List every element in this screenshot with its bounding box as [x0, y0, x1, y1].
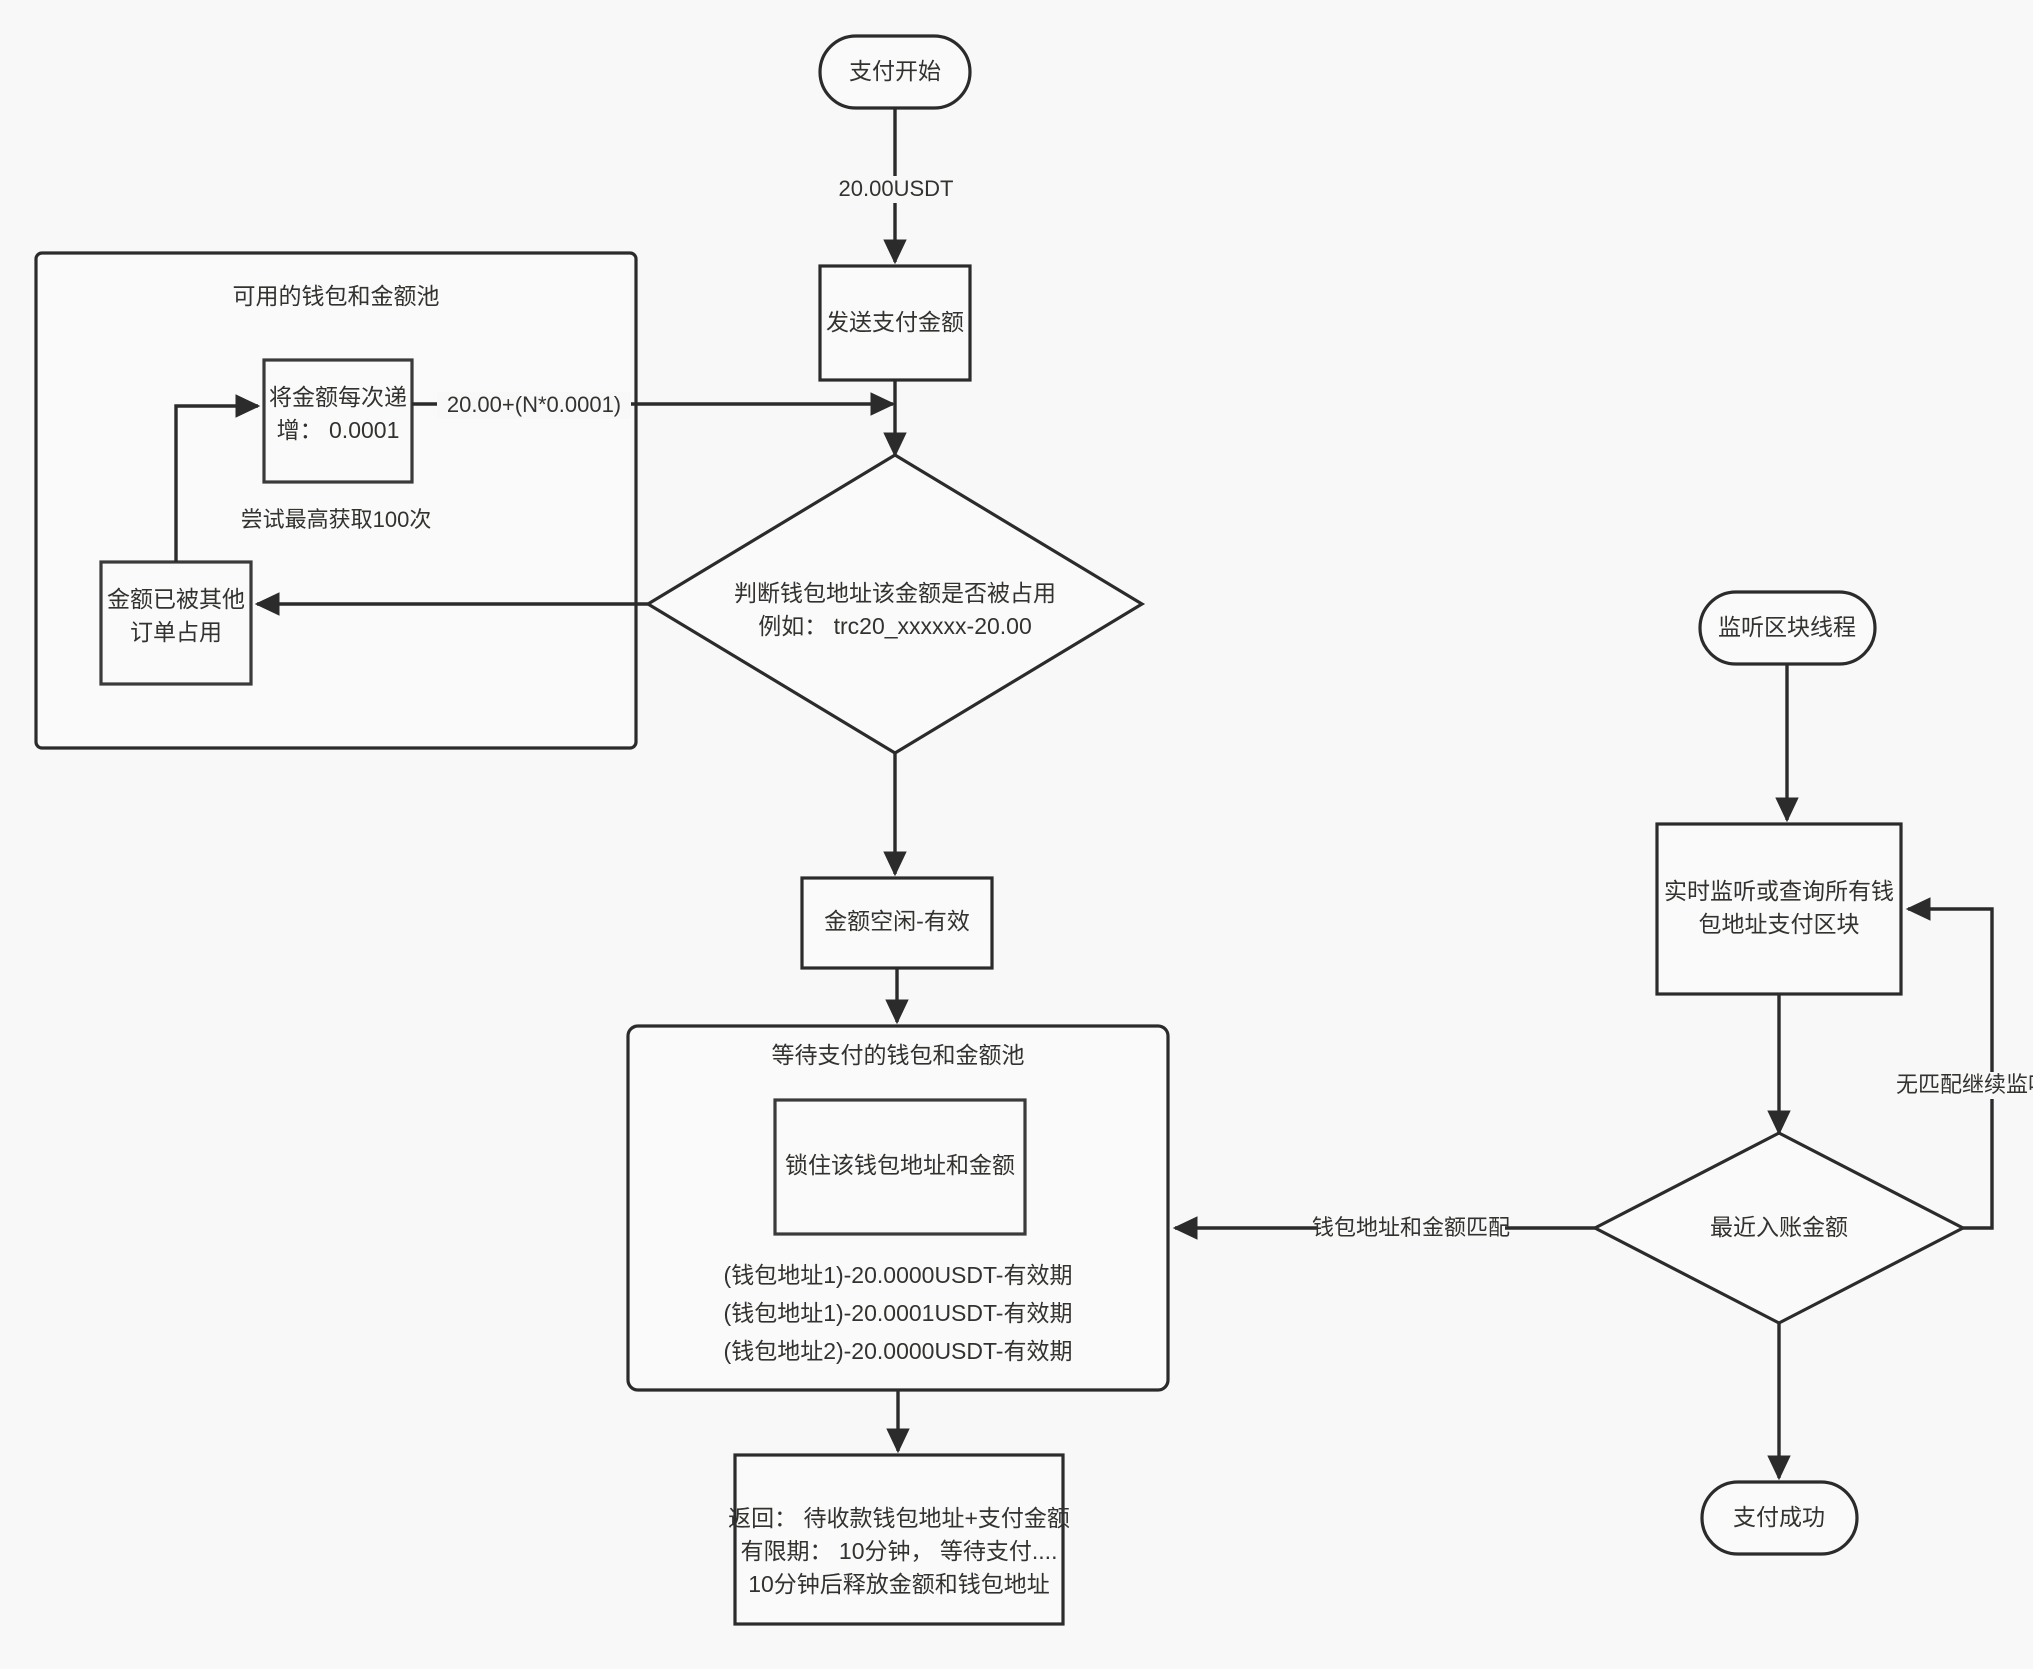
node-return-info-line1: 返回： 待收款钱包地址+支付金额 — [728, 1505, 1070, 1531]
node-occupied[interactable]: 金额已被其他 订单占用 — [99, 560, 253, 686]
edge-label-start-to-send-bg — [838, 176, 954, 203]
node-check-occupied-line1: 判断钱包地址该金额是否被占用 — [734, 580, 1056, 606]
node-pay-success-box[interactable] — [1700, 1480, 1859, 1556]
subgraph-available-pool-title: 可用的钱包和金额池 — [233, 283, 440, 309]
node-listen-thread-label: 监听区块线程 — [1718, 614, 1856, 640]
edge-no-match-loop — [1905, 897, 1994, 1230]
node-lock-wallet[interactable]: 锁住该钱包地址和金额 — [773, 1098, 1027, 1236]
node-check-occupied[interactable]: 判断钱包地址该金额是否被占用 例如： trc20_xxxxxx-20.00 — [644, 453, 1146, 755]
subgraph-available-pool: 可用的钱包和金额池 将金额每次递 增： 0.0001 金额已被其他 订单占用 尝… — [34, 251, 638, 750]
node-realtime-listen[interactable]: 实时监听或查询所有钱 包地址支付区块 — [1655, 822, 1903, 996]
node-pay-success[interactable]: 支付成功 — [1700, 1480, 1859, 1556]
node-return-info-line2: 有限期： 10分钟， 等待支付.... — [741, 1538, 1058, 1564]
node-increment-box[interactable] — [262, 358, 414, 484]
node-occupied-line1: 金额已被其他 — [107, 586, 245, 612]
node-lock-wallet-box[interactable] — [773, 1098, 1027, 1236]
edge-label-match-found: 钱包地址和金额匹配 — [1312, 1215, 1510, 1240]
edge-label-start-to-send: 20.00USDT — [839, 176, 954, 201]
node-increment-line2: 增： 0.0001 — [277, 417, 400, 443]
edge-occupied-to-increment — [174, 394, 261, 562]
subgraph-waiting-pool-title: 等待支付的钱包和金额池 — [772, 1042, 1025, 1068]
subgraph-waiting-pool: 等待支付的钱包和金额池 锁住该钱包地址和金额 (钱包地址1)-20.0000US… — [626, 1024, 1170, 1392]
node-send-amount[interactable]: 发送支付金额 — [818, 264, 972, 382]
pool-entry-2: (钱包地址2)-20.0000USDT-有效期 — [724, 1338, 1073, 1364]
node-send-amount-label: 发送支付金额 — [826, 309, 964, 335]
edge-label-match-bg — [1317, 1215, 1505, 1242]
node-pay-success-label: 支付成功 — [1733, 1504, 1825, 1530]
node-amount-free-label: 金额空闲-有效 — [824, 908, 970, 934]
node-check-occupied-line2: 例如： trc20_xxxxxx-20.00 — [758, 613, 1032, 639]
edge-label-retry-attempts: 尝试最高获取100次 — [241, 507, 432, 532]
node-start[interactable]: 支付开始 — [818, 34, 972, 110]
node-return-info-line3: 10分钟后释放金额和钱包地址 — [748, 1571, 1050, 1597]
node-recent-amount-label: 最近入账金额 — [1710, 1214, 1848, 1240]
edge-label-no-match: 无匹配继续监听 — [1896, 1072, 2033, 1097]
node-realtime-listen-box[interactable] — [1655, 822, 1903, 996]
node-return-info[interactable]: 返回： 待收款钱包地址+支付金额 有限期： 10分钟， 等待支付.... 10分… — [728, 1453, 1070, 1626]
node-lock-wallet-label: 锁住该钱包地址和金额 — [785, 1152, 1015, 1178]
edge-label-increment-to-check: 20.00+(N*0.0001) — [447, 392, 621, 417]
edge-label-no-match-bg — [1903, 1072, 2033, 1099]
node-amount-free[interactable]: 金额空闲-有效 — [800, 876, 994, 970]
node-start-label: 支付开始 — [849, 58, 941, 84]
node-return-info-box[interactable] — [733, 1453, 1065, 1626]
node-increment-line1: 将金额每次递 — [269, 384, 407, 410]
node-realtime-listen-line1: 实时监听或查询所有钱 — [1664, 878, 1894, 904]
edge-label-increment-bg — [437, 392, 631, 419]
node-increment[interactable]: 将金额每次递 增： 0.0001 — [262, 358, 414, 484]
pool-entry-1: (钱包地址1)-20.0001USDT-有效期 — [724, 1300, 1073, 1326]
node-recent-amount[interactable]: 最近入账金额 — [1591, 1131, 1967, 1325]
pool-entry-0: (钱包地址1)-20.0000USDT-有效期 — [724, 1262, 1073, 1288]
node-listen-thread[interactable]: 监听区块线程 — [1698, 590, 1877, 666]
node-send-amount-box[interactable] — [818, 264, 972, 382]
node-realtime-listen-line2: 包地址支付区块 — [1699, 911, 1860, 937]
node-occupied-line2: 订单占用 — [130, 619, 222, 645]
